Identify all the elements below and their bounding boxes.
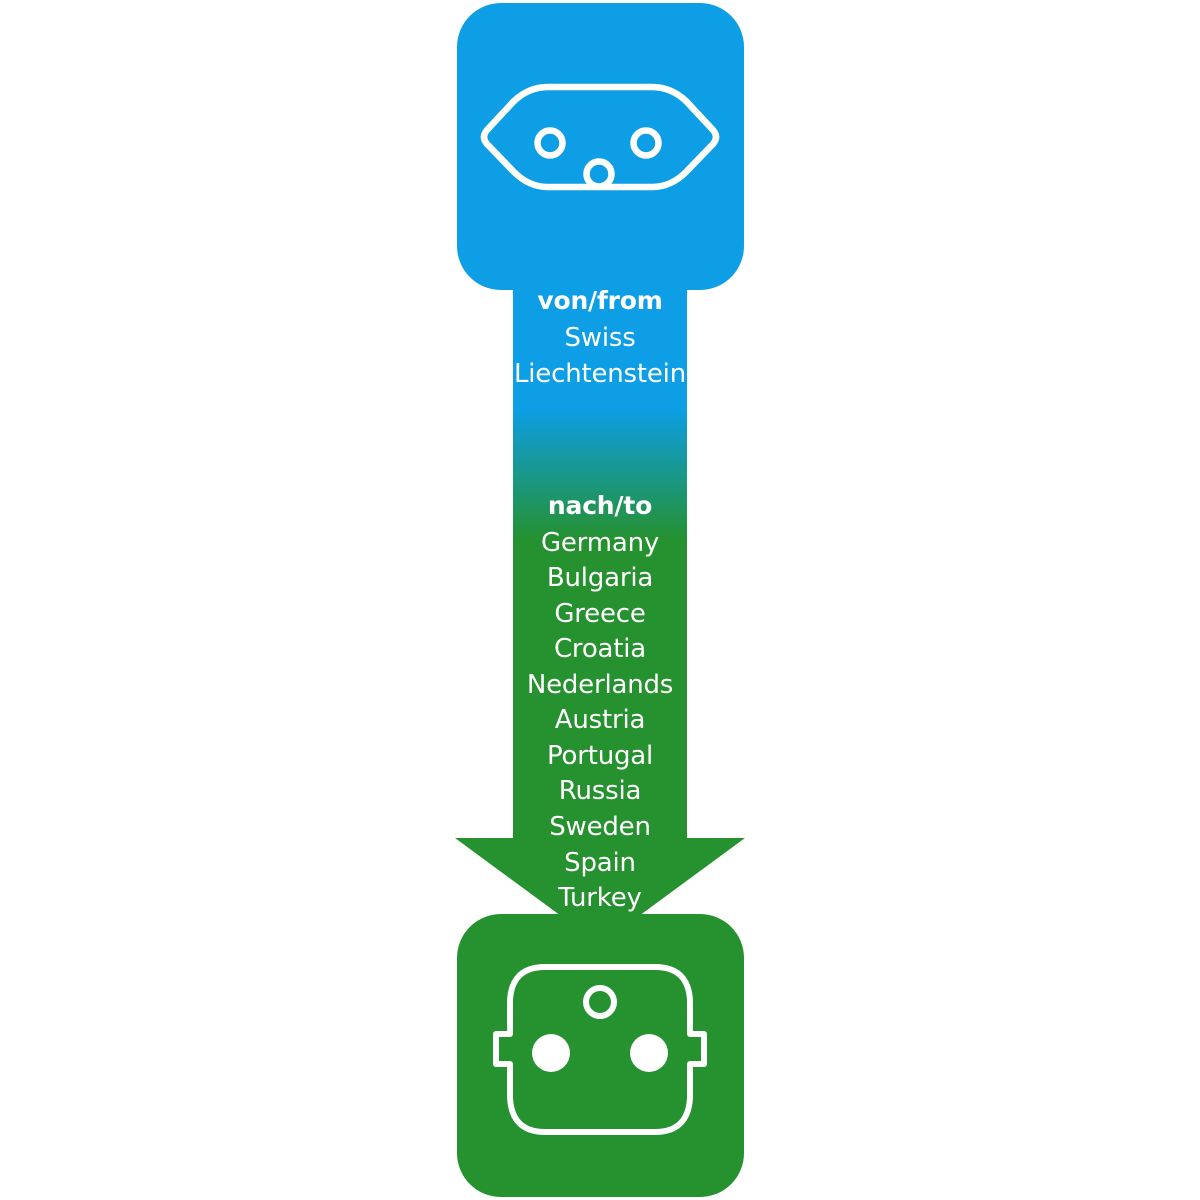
connector-stem (513, 270, 687, 840)
arrow-head (455, 838, 745, 924)
source-plug-tile (457, 3, 744, 290)
target-socket-tile (457, 914, 744, 1197)
swiss-plug-icon (480, 83, 720, 191)
adapter-band (455, 3, 745, 1197)
schuko-socket-icon (493, 964, 707, 1135)
